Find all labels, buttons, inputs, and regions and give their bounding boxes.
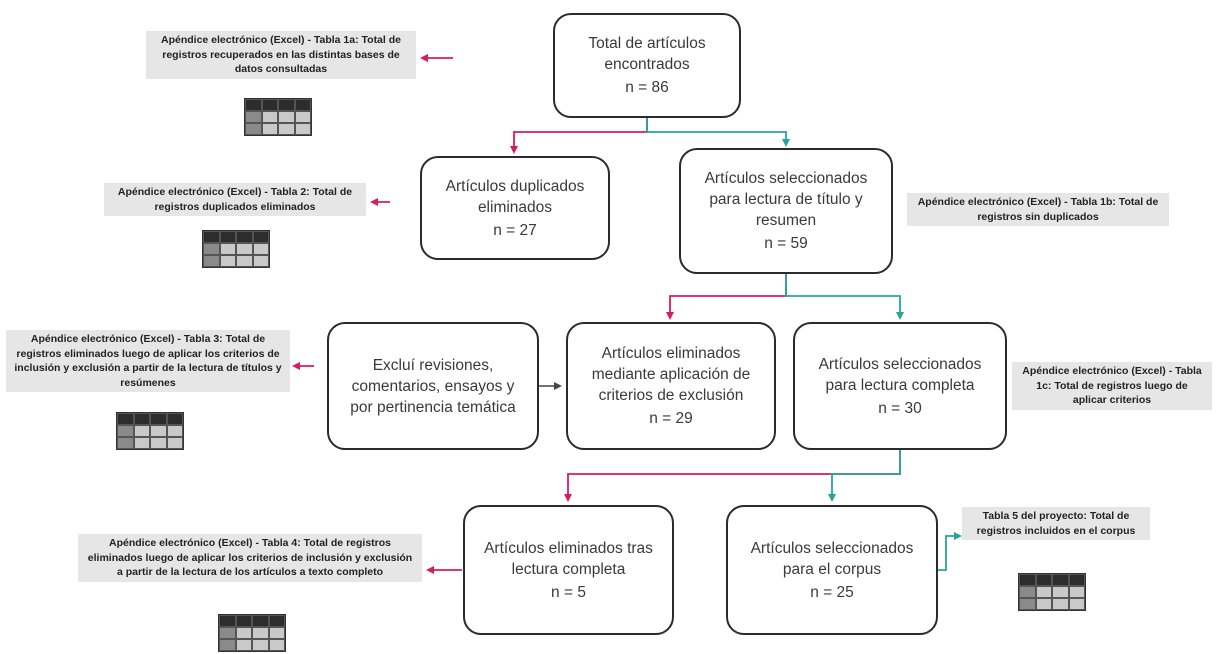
arrow-completa-to-eliminados [564,450,901,502]
box-count: n = 25 [810,583,854,601]
box-count: n = 29 [649,410,693,427]
arrow-titulo-to-completa [785,274,904,320]
spreadsheet-table-icon [116,412,184,450]
spreadsheet-table-icon [1018,573,1086,611]
box-total-articulos: Total de artículos encontrados n = 86 [553,13,741,118]
note-tabla-5: Tabla 5 del proyecto: Total de registros… [962,507,1150,540]
note-tabla-2: Apéndice electrónico (Excel) - Tabla 2: … [104,183,366,216]
box-excluí-revisiones: Excluí revisiones, comentarios, ensayos … [327,322,539,450]
box-title: Artículos eliminados tras lectura comple… [484,539,653,578]
box-title: Artículos seleccionados para lectura com… [818,355,982,394]
spreadsheet-table-icon [244,98,312,136]
box-title: Artículos seleccionados para el corpus [750,539,914,578]
note-tabla-4: Apéndice electrónico (Excel) - Tabla 4: … [78,534,422,582]
box-count: n = 86 [625,79,669,96]
arrow-total-to-seleccionados [646,118,790,147]
note-tabla-1c: Apéndice electrónico (Excel) - Tabla 1c:… [1012,362,1212,410]
arrow-to-note-t5 [936,532,962,571]
box-count: n = 59 [764,235,808,252]
box-duplicados-eliminados: Artículos duplicados eliminados n = 27 [420,156,610,260]
box-eliminados-criterios: Artículos eliminados mediante aplicación… [566,322,776,450]
arrow-completa-to-corpus [828,450,901,502]
spreadsheet-table-icon [218,614,286,652]
box-title: Excluí revisiones, comentarios, ensayos … [350,356,516,416]
box-seleccionados-corpus: Artículos seleccionados para el corpus n… [726,505,938,635]
spreadsheet-table-icon [202,230,270,268]
box-title: Artículos seleccionados para lectura de … [704,170,868,229]
box-title: Total de artículos encontrados [588,35,706,73]
box-seleccionados-titulo-resumen: Artículos seleccionados para lectura de … [679,148,893,274]
box-title: Artículos eliminados mediante aplicación… [591,345,751,404]
box-eliminados-lectura-completa: Artículos eliminados tras lectura comple… [463,505,674,635]
box-count: n = 30 [878,399,922,417]
box-seleccionados-lectura-completa: Artículos seleccionados para lectura com… [793,322,1007,450]
arrow-total-to-duplicados [510,118,648,154]
box-count: n = 27 [493,221,537,239]
box-title: Artículos duplicados eliminados [445,177,585,216]
arrow-titulo-to-eliminados [666,274,787,320]
note-tabla-1a: Apéndice electrónico (Excel) - Tabla 1a:… [146,31,416,79]
note-tabla-3: Apéndice electrónico (Excel) - Tabla 3: … [6,330,290,392]
box-count: n = 5 [551,583,586,601]
note-tabla-1b: Apéndice electrónico (Excel) - Tabla 1b:… [907,193,1169,226]
